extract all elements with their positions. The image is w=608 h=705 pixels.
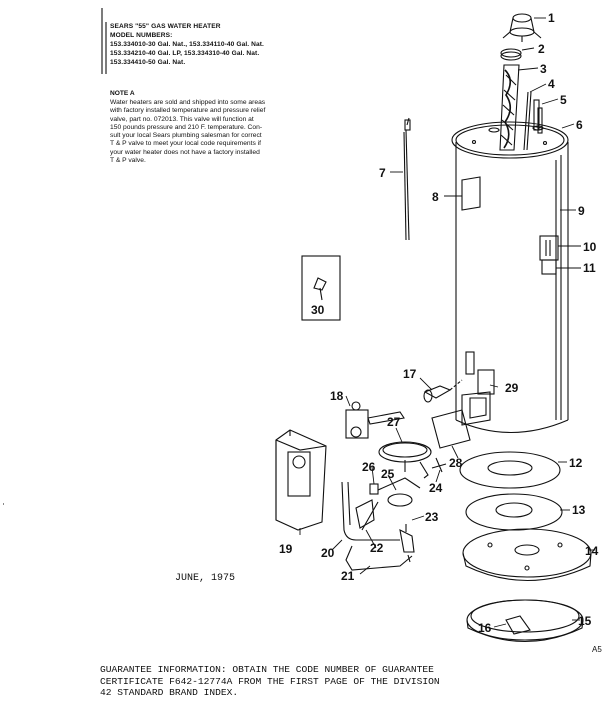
rating-label <box>461 176 481 211</box>
part-label-29: 29 <box>505 381 519 395</box>
note-line: your water heater does not have a factor… <box>110 148 260 156</box>
part-label-10: 10 <box>583 240 597 254</box>
part-30-box <box>301 255 341 321</box>
part-label-17: 17 <box>403 367 417 381</box>
guarantee-line: 42 STANDARD BRAND INDEX. <box>100 687 239 699</box>
part-label-16: 16 <box>478 621 492 635</box>
part-label-12: 12 <box>569 456 583 470</box>
part-label-30: 30 <box>311 303 325 317</box>
part-label-24: 24 <box>429 481 443 495</box>
note-line: 150 pounds pressure and 210 F. temperatu… <box>110 123 263 131</box>
part-label-9: 9 <box>578 204 585 218</box>
note-line: with factory installed temperature and p… <box>110 107 266 115</box>
part-label-1: 1 <box>548 11 555 25</box>
base-clip <box>505 615 531 635</box>
part-label-4: 4 <box>548 77 555 91</box>
part-label-3: 3 <box>540 62 547 76</box>
model-header: SEARS "55" GAS WATER HEATER MODEL NUMBER… <box>110 22 360 67</box>
note-line: T & P valve to meet your local code requ… <box>110 140 262 148</box>
note-line: T & P valve. <box>110 157 146 165</box>
header-line: 153.334410-50 Gal. Nat. <box>110 59 186 66</box>
part-label-8: 8 <box>432 190 439 204</box>
part-label-11: 11 <box>583 261 596 275</box>
part-label-23: 23 <box>425 510 439 524</box>
outer-door <box>275 429 327 531</box>
part-label-2: 2 <box>538 42 545 56</box>
leader-lines <box>299 17 595 628</box>
drawing-date: JUNE, 1975 <box>175 573 236 584</box>
part-label-22: 22 <box>370 541 384 555</box>
part-label-19: 19 <box>279 542 293 556</box>
part-label-18: 18 <box>330 389 344 403</box>
gas-tubing <box>341 481 415 571</box>
header-line: 153.334210-40 Gal. LP, 153.334310-40 Gal… <box>110 50 260 57</box>
tank-body <box>451 121 569 433</box>
part-label-13: 13 <box>572 503 586 517</box>
header-line: MODEL NUMBERS: <box>110 32 173 39</box>
part-label-5: 5 <box>560 93 567 107</box>
header-line: SEARS "55" GAS WATER HEATER <box>110 23 221 30</box>
note-title: NOTE A <box>110 90 135 97</box>
flue-collar <box>500 48 522 61</box>
gas-thermostat <box>345 401 405 439</box>
part-label-20: 20 <box>321 546 335 560</box>
inner-door <box>431 409 471 449</box>
guarantee-info: GUARANTEE INFORMATION: OBTAIN THE CODE N… <box>100 664 440 699</box>
main-burner <box>378 441 432 479</box>
part-label-25: 25 <box>381 467 395 481</box>
insulation-ring <box>459 451 561 489</box>
guarantee-line: GUARANTEE INFORMATION: OBTAIN THE CODE N… <box>100 664 434 675</box>
part-label-15: 15 <box>578 614 592 628</box>
note-line: sult your local Sears plumbing salesman … <box>110 132 262 140</box>
orifice-fitting <box>431 457 447 473</box>
anode-rod <box>523 91 532 151</box>
burner-access <box>461 351 495 426</box>
base-ring <box>466 599 584 643</box>
gas-cock <box>423 379 463 403</box>
corner-mark: A5 <box>592 645 602 654</box>
part-label-27: 27 <box>387 415 401 429</box>
part-label-21: 21 <box>341 569 355 583</box>
guarantee-line: CERTIFICATE F642-12774A FROM THE FIRST P… <box>100 675 440 687</box>
part-label-7: 7 <box>379 166 386 180</box>
note-line: valve, part no. 072013. This valve will … <box>110 115 254 123</box>
header-line: 153.334010-30 Gal. Nat., 153.334110-40 G… <box>110 41 264 48</box>
relief-valve-rod <box>403 117 411 241</box>
jacket-panel <box>539 235 559 275</box>
note-line: Water heaters are sold and shipped into … <box>110 99 266 106</box>
part-label-14: 14 <box>585 544 599 558</box>
base-skirt <box>462 528 592 582</box>
part-label-26: 26 <box>362 460 376 474</box>
part-label-6: 6 <box>576 118 583 132</box>
draft-hood <box>502 13 542 42</box>
part-label-28: 28 <box>449 456 463 470</box>
note-text: Water heaters are sold and shipped into … <box>110 99 358 165</box>
